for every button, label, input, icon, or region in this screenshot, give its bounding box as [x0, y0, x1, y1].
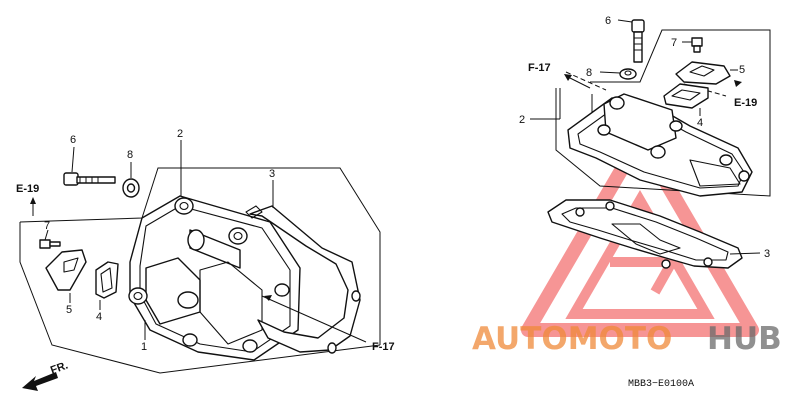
- callout-2-right: 2: [519, 114, 525, 126]
- watermark-text: AUTOMOTO HUB: [472, 321, 782, 357]
- arrow-head-icon: [264, 295, 272, 301]
- cylinder-head-cover-1: [128, 195, 301, 361]
- callout-8: 8: [127, 149, 133, 161]
- leader-f17: [261, 295, 367, 343]
- grommet-8: [122, 162, 140, 198]
- head-cover-gasket-3: [245, 180, 361, 354]
- packing-4: [95, 261, 119, 310]
- callout-4: 4: [96, 311, 102, 323]
- bolt-7-right: [682, 37, 703, 53]
- head-cover-gasket-3-right: [547, 199, 761, 269]
- arrow-head-icon: [734, 80, 742, 87]
- ref-f17-right: F-17: [528, 62, 551, 74]
- packing-4-right: [663, 83, 709, 116]
- bolt-7: [39, 229, 61, 249]
- right-frame: [555, 29, 771, 197]
- arrow-head-icon: [564, 74, 572, 81]
- callout-1: 1: [141, 341, 147, 353]
- breather-plate-5: [45, 249, 87, 303]
- breather-plate-5-right: [675, 61, 738, 85]
- ref-f17-left: F-17: [372, 341, 395, 353]
- grommet-8-right: [599, 68, 637, 80]
- cylinder-head-cover-2-right: [567, 93, 753, 197]
- front-arrow-icon: [22, 372, 58, 391]
- bolt-6: [63, 146, 116, 186]
- arrow-up-icon: [30, 197, 36, 204]
- callout-6-right: 6: [605, 15, 611, 27]
- callout-7: 7: [44, 220, 50, 232]
- left-frame: [19, 222, 381, 374]
- callout-5-right: 5: [739, 64, 745, 76]
- watermark-part1: AUTOMOTO: [472, 321, 672, 357]
- callout-7-right: 7: [671, 37, 677, 49]
- callout-5: 5: [66, 304, 72, 316]
- dashed-line: [683, 83, 727, 97]
- callout-3: 3: [269, 168, 275, 180]
- callout-2: 2: [177, 128, 183, 140]
- left-frame-top: [19, 167, 381, 345]
- bolt-6-right: [617, 19, 645, 63]
- right-exploded-view: 6 7 8 5 2 4 3 F-17 E-19: [519, 15, 771, 269]
- left-exploded-view: 6 8 2 3 7 5 4 1 E-19 F-17 FR.: [16, 128, 395, 391]
- diagram-code: MBB3−E0100A: [628, 379, 694, 390]
- ref-e19-left: E-19: [16, 183, 39, 195]
- callout-4-right: 4: [697, 117, 703, 129]
- ref-e19-right: E-19: [734, 97, 757, 109]
- front-label: FR.: [49, 359, 70, 376]
- watermark-part2: HUB: [707, 321, 782, 357]
- callout-6: 6: [70, 134, 76, 146]
- callout-8-right: 8: [586, 67, 592, 79]
- callout-3-right: 3: [764, 248, 770, 260]
- dashed-line: [565, 71, 607, 91]
